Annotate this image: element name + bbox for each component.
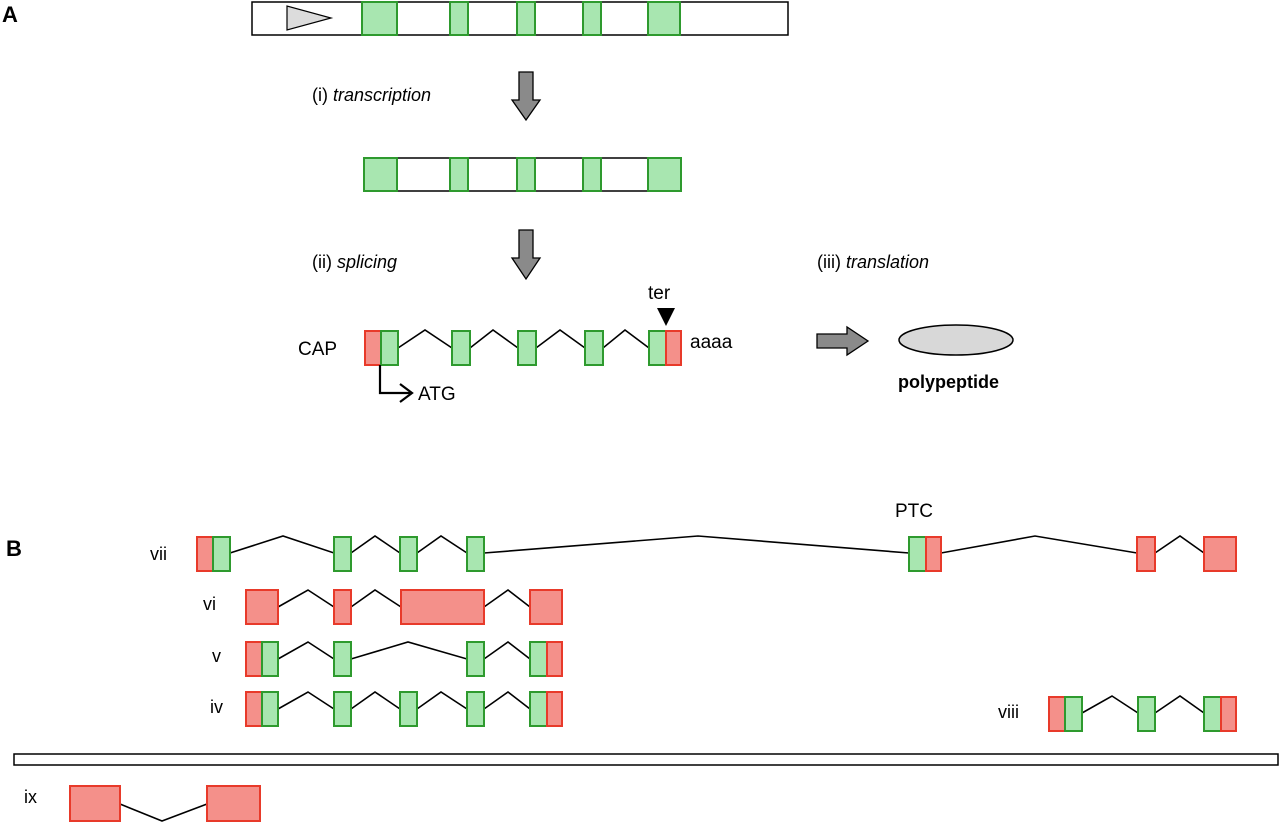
pre-mrna-exon-1 <box>363 157 398 192</box>
isoform-vii-label: vii <box>150 544 167 564</box>
transcription-text: transcription <box>333 85 431 105</box>
panel-label-a: A <box>2 2 18 27</box>
genomic-dna <box>251 1 789 36</box>
promoter-icon <box>286 5 334 31</box>
isoform-iv <box>245 691 563 727</box>
isoform-viii <box>1048 695 1237 732</box>
isoform-vii-exon-5a <box>908 536 927 572</box>
isoform-v-exon-4a <box>529 641 548 677</box>
isoform-v-splice-lines <box>277 641 531 660</box>
pre-mrna-exon-5 <box>647 157 682 192</box>
polypeptide-label: polypeptide <box>898 372 999 392</box>
isoform-viii-exon-2 <box>1137 696 1156 732</box>
isoform-vi-exon-4 <box>529 589 563 625</box>
isoform-iv-exon-2 <box>333 691 352 727</box>
mrna-3utr <box>665 330 682 366</box>
stop-codon-marker-icon <box>657 308 675 326</box>
isoform-viii-exon-1a <box>1048 696 1066 732</box>
dna-exon-2 <box>449 1 469 36</box>
isoform-iv-exon-5a <box>529 691 548 727</box>
isoform-iv-exon-1b <box>261 691 279 727</box>
isoform-v-label: v <box>212 646 221 666</box>
isoform-vii <box>196 535 1237 572</box>
ptc-label: PTC <box>895 501 933 522</box>
dna-exon-1 <box>361 1 398 36</box>
transcription-number: (i) <box>312 85 328 105</box>
cap-label: CAP <box>298 339 337 360</box>
isoform-iv-exon-4 <box>466 691 485 727</box>
mrna-5utr <box>364 330 382 366</box>
isoform-vi-exon-2 <box>333 589 352 625</box>
atg-label: ATG <box>418 384 456 405</box>
isoform-vii-exon-5b <box>925 536 942 572</box>
isoform-vii-exon-6 <box>1136 536 1156 572</box>
translation-arrow-icon <box>816 325 870 357</box>
isoform-v-exon-2 <box>333 641 352 677</box>
isoform-ix <box>69 785 261 822</box>
dna-exon-5 <box>647 1 681 36</box>
isoform-vii-exon-4 <box>466 536 485 572</box>
isoform-ix-label: ix <box>24 787 37 807</box>
isoform-v <box>245 641 563 677</box>
panel-label-b: B <box>6 536 22 561</box>
isoform-vii-exon-2 <box>333 536 352 572</box>
isoform-vi <box>245 589 563 625</box>
isoform-v-exon-1a <box>245 641 263 677</box>
isoform-vi-splice-lines <box>277 589 531 608</box>
isoform-iv-exon-5b <box>546 691 563 727</box>
mrna-exon-3 <box>517 330 537 366</box>
isoform-vii-exon-7 <box>1203 536 1237 572</box>
isoform-vii-exon-1a <box>196 536 214 572</box>
mrna-exon-4 <box>584 330 604 366</box>
isoform-viii-exon-3b <box>1220 696 1237 732</box>
polypeptide-icon <box>898 324 1014 356</box>
divider-bar <box>13 753 1279 766</box>
isoform-vi-label: vi <box>203 594 216 614</box>
translation-label: (iii)translation <box>817 252 929 272</box>
splicing-number: (ii) <box>312 252 332 272</box>
isoform-iv-exon-3 <box>399 691 418 727</box>
start-codon-arrowhead-icon <box>399 383 414 403</box>
mrna-exon-2 <box>451 330 471 366</box>
dna-exon-3 <box>516 1 536 36</box>
transcription-label: (i) transcription <box>312 85 431 105</box>
ter-label: ter <box>648 283 671 304</box>
mature-mrna <box>364 328 682 366</box>
pre-mrna-exon-4 <box>582 157 602 192</box>
isoform-ix-exon-1 <box>69 785 121 822</box>
translation-number: (iii) <box>817 252 841 272</box>
isoform-vii-exon-3 <box>399 536 418 572</box>
isoform-v-exon-3 <box>466 641 485 677</box>
mrna-exon-1 <box>380 330 399 366</box>
isoform-ix-exon-2 <box>206 785 261 822</box>
isoform-viii-exon-3a <box>1203 696 1222 732</box>
polya-label: aaaa <box>690 332 733 353</box>
translation-text: translation <box>846 252 929 272</box>
splicing-text: splicing <box>337 252 397 272</box>
isoform-viii-exon-1b <box>1064 696 1083 732</box>
dna-exon-4 <box>582 1 602 36</box>
isoform-vii-exon-1b <box>212 536 231 572</box>
isoform-v-exon-1b <box>261 641 279 677</box>
transcription-arrow-icon <box>510 71 542 122</box>
pre-mrna <box>363 157 682 192</box>
isoform-vi-exon-1 <box>245 589 279 625</box>
pre-mrna-exon-2 <box>449 157 469 192</box>
isoform-v-exon-4b <box>546 641 563 677</box>
splicing-arrow-icon <box>510 229 542 281</box>
pre-mrna-exon-3 <box>516 157 536 192</box>
isoform-vi-exon-3 <box>400 589 485 625</box>
mrna-exon-5 <box>648 330 667 366</box>
isoform-viii-label: viii <box>998 702 1019 722</box>
isoform-iv-label: iv <box>210 697 223 717</box>
start-codon-arrow-icon <box>378 365 410 395</box>
isoform-iv-exon-1a <box>245 691 263 727</box>
isoform-ix-splice-lines <box>119 803 208 822</box>
isoform-vii-splice-lines <box>229 535 1205 554</box>
splicing-label: (ii)splicing <box>312 252 397 272</box>
